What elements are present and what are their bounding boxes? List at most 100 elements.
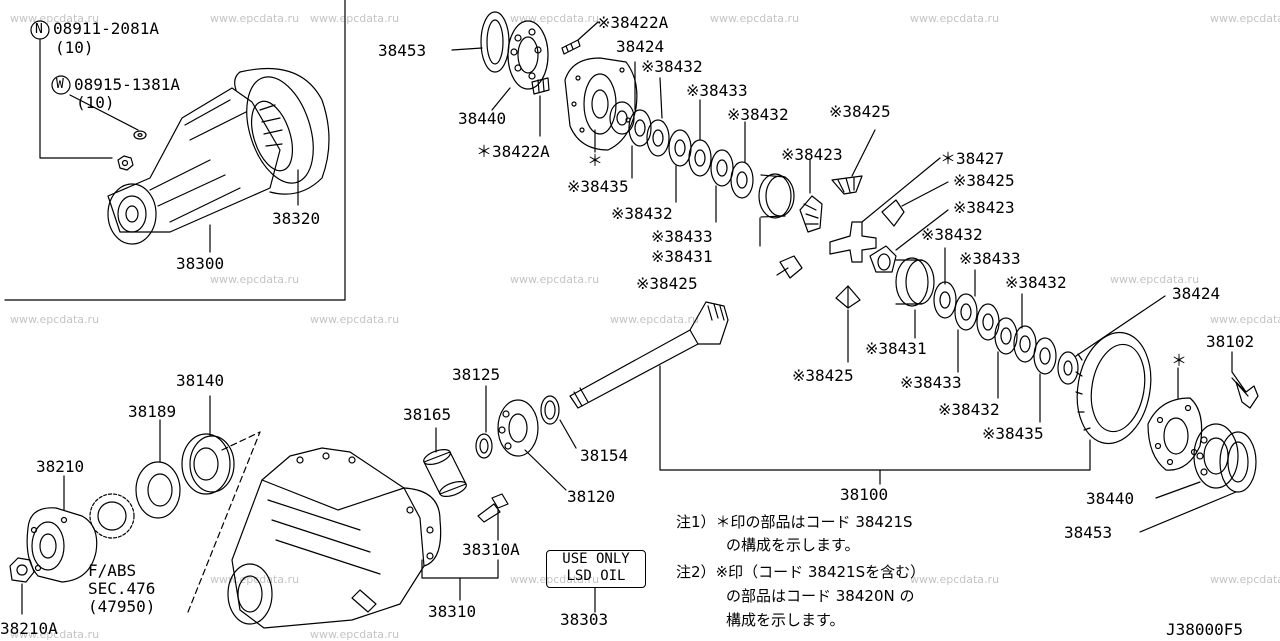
star-mark: ＊: [587, 151, 604, 170]
part-number-38320[interactable]: 38320: [272, 209, 321, 228]
part-number-38300[interactable]: 38300: [176, 254, 225, 273]
part-number-38425[interactable]: ※38425: [953, 171, 1015, 190]
leader-38120: [524, 449, 567, 491]
part-number-38440[interactable]: 38440: [1086, 489, 1135, 508]
pinion-gear-drawing: [779, 255, 803, 279]
leader-38423: [895, 209, 949, 251]
collapsible-spacer-drawing: [423, 449, 467, 497]
leader-38440: [491, 87, 511, 111]
part-number-38165[interactable]: 38165: [403, 405, 452, 424]
part-number-38423[interactable]: ※38423: [781, 145, 843, 164]
part-number-38440[interactable]: 38440: [458, 109, 507, 128]
leader-38154: [559, 419, 577, 449]
part-code-w: 08915-1381A: [74, 75, 180, 94]
companion-flange-38210-drawing: [26, 507, 98, 583]
part-number-38425[interactable]: ※38425: [636, 274, 698, 293]
drive-pinion-drawing: [569, 301, 729, 409]
part-number-38424[interactable]: 38424: [1172, 284, 1221, 303]
leader-38100: [659, 365, 1091, 471]
leader-38424: [1075, 295, 1166, 357]
part-number-38154[interactable]: 38154: [580, 446, 629, 465]
leader-w: [69, 94, 139, 131]
part-number-38310[interactable]: 38310: [428, 602, 477, 621]
part-number-38453[interactable]: 38453: [378, 41, 427, 60]
part-number-38435[interactable]: ※38435: [982, 424, 1044, 443]
watermark: www.epcdata.ru: [510, 273, 600, 286]
watermark: www.epcdata.ru: [910, 573, 1000, 586]
part-number-38432[interactable]: ※38432: [641, 57, 703, 76]
pinion-gear-drawing: [831, 175, 863, 195]
screw-icon: [531, 77, 550, 95]
part-number-38422a[interactable]: ※38422A: [597, 13, 669, 32]
watermark: www.epcdata.ru: [710, 12, 800, 25]
part-number-38210a[interactable]: 38210A: [0, 619, 58, 638]
part-number-38432[interactable]: ※38432: [611, 204, 673, 223]
part-number-38433[interactable]: ※38433: [651, 227, 713, 246]
figure-code: J38000F5: [1166, 620, 1244, 639]
o-ring-icon: [540, 395, 560, 425]
leader-38440: [1155, 481, 1201, 499]
part-number-38310a[interactable]: 38310A: [462, 540, 520, 559]
lsd-oil-line-2: LSD OIL: [566, 568, 626, 584]
part-number-38425[interactable]: ※38425: [792, 366, 854, 385]
leader-n: [39, 39, 113, 159]
leader-38453: [451, 47, 483, 51]
part-number-38423[interactable]: ※38423: [953, 198, 1015, 217]
part-number-38432[interactable]: ※38432: [938, 400, 1000, 419]
part-number-38189[interactable]: 38189: [128, 402, 177, 421]
side-bearing-38440-drawing: [1193, 423, 1239, 489]
washer-icon: [133, 130, 147, 140]
pinion-bearing-drawing: [497, 399, 539, 457]
pressure-ring-drawing: [895, 257, 935, 307]
watermark: www.epcdata.ru: [1110, 273, 1200, 286]
part-number-38140[interactable]: 38140: [176, 371, 225, 390]
leader-38425: [901, 181, 949, 207]
spring-plate-hole: [1063, 360, 1073, 376]
fabs-reference: F/ABS: [88, 561, 137, 580]
note-2-line-2: の部品はコード 38420N の: [726, 587, 915, 605]
part-number-38433[interactable]: ※38433: [686, 81, 748, 100]
part-number-38427[interactable]: ＊38427: [940, 149, 1005, 168]
part-number-38432[interactable]: ※38432: [921, 225, 983, 244]
leader-38310: [421, 559, 499, 579]
pinion-gear-drawing: [835, 285, 861, 309]
part-number-38431[interactable]: ※38431: [651, 247, 713, 266]
watermark: www.epcdata.ru: [310, 313, 400, 326]
part-number-38120[interactable]: 38120: [567, 487, 616, 506]
part-number-38425[interactable]: ※38425: [829, 102, 891, 121]
oil-seal-38189-drawing: [135, 461, 181, 519]
watermark: www.epcdata.ru: [1210, 573, 1280, 586]
part-number-38431[interactable]: ※38431: [865, 339, 927, 358]
part-number-38453[interactable]: 38453: [1064, 523, 1113, 542]
part-number-38100[interactable]: 38100: [840, 485, 889, 504]
part-number-38422a[interactable]: ＊38422A: [476, 142, 550, 161]
part-number-38433[interactable]: ※38433: [959, 249, 1021, 268]
part-number-38432[interactable]: ※38432: [727, 105, 789, 124]
part-number-38432[interactable]: ※38432: [1005, 273, 1067, 292]
leader-38432: [659, 77, 663, 119]
friction-disc-stack-lower: [933, 281, 1057, 375]
star-mark: ＊: [1171, 351, 1188, 370]
watermark: www.epcdata.ru: [1210, 12, 1280, 25]
spring-plate-drawing: [1057, 351, 1079, 385]
part-number-38210[interactable]: 38210: [36, 457, 85, 476]
leader-38425: [851, 129, 876, 177]
side-gear-drawing: [799, 195, 823, 233]
leader-38453: [1139, 491, 1237, 533]
leader-38425: [776, 267, 789, 276]
watermark: www.epcdata.ru: [910, 12, 1000, 25]
watermark: www.epcdata.ru: [210, 273, 300, 286]
lsd-oil-line-1: USE ONLY: [562, 551, 630, 567]
differential-carrier-assembly-drawing: [107, 67, 330, 245]
part-number-38433[interactable]: ※38433: [900, 373, 962, 392]
side-gear-drawing: [869, 245, 897, 273]
part-number-38424[interactable]: 38424: [616, 37, 665, 56]
part-number-38102[interactable]: 38102: [1206, 332, 1255, 351]
part-number-38303[interactable]: 38303: [560, 610, 609, 629]
watermark: www.epcdata.ru: [510, 573, 600, 586]
part-number-38435[interactable]: ※38435: [567, 177, 629, 196]
differential-carrier-38310-drawing: [227, 447, 442, 629]
part-number-38125[interactable]: 38125: [452, 365, 501, 384]
